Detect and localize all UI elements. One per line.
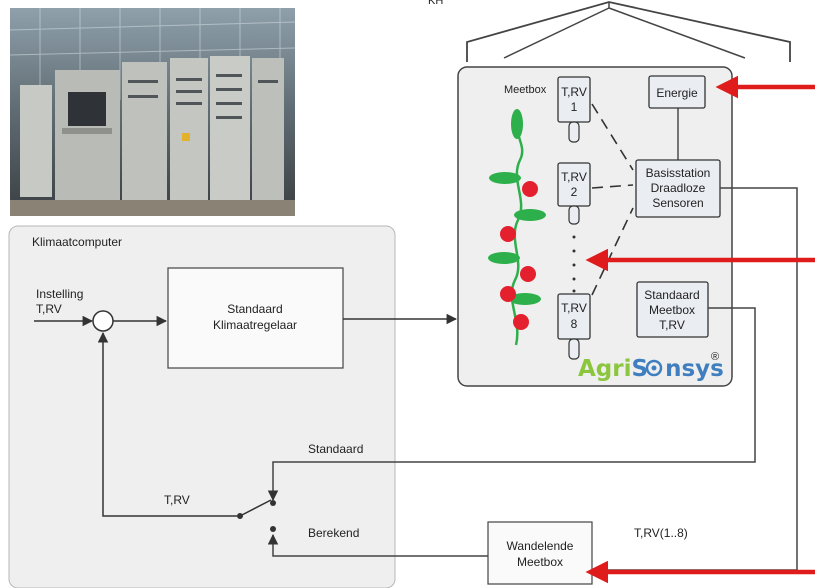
- feedback-arrow: [97, 331, 237, 517]
- energie-box: [648, 75, 706, 109]
- greenhouse-body: [457, 66, 733, 387]
- input-label-line1: Instelling: [36, 287, 83, 301]
- wandelende-meetbox-line2: Meetbox: [517, 555, 563, 569]
- switch-top-label: Standaard: [308, 442, 363, 456]
- basisstation-line3: Sensoren: [652, 196, 703, 210]
- regulator-line2: Klimaatregelaar: [213, 318, 297, 332]
- klimaatregelaar-box: [167, 267, 344, 369]
- klimaatcomputer-panel: Klimaatcomputer Instelling T,RV Standaar…: [8, 225, 396, 588]
- switch-contact-bottom: [270, 526, 276, 532]
- basisstation-line1: Basisstation: [646, 166, 711, 180]
- standaard-meetbox-line1: Standaard: [644, 288, 699, 302]
- sensor-8-line2: 8: [571, 317, 578, 331]
- standaard-signal-arrow: [267, 307, 756, 502]
- top-label: KH: [428, 0, 443, 7]
- berekend-signal-arrow: [267, 533, 488, 557]
- wandelende-signal-label: T,RV(1..8): [634, 526, 688, 540]
- summing-junction: [92, 310, 114, 332]
- wandelende-meetbox-box: [487, 521, 593, 585]
- switch-contact-top: [270, 500, 276, 506]
- external-red-arrows: [585, 75, 815, 584]
- registered-mark: ®: [711, 351, 719, 363]
- control-cabinet-photo: [9, 8, 296, 216]
- sensor-2-line2: 2: [571, 185, 578, 199]
- sensor-8: T,RV 8: [557, 293, 591, 360]
- standaard-meetbox-line3: T,RV: [659, 318, 685, 332]
- meetbox-label: Meetbox: [504, 84, 547, 96]
- sensor-2: T,RV 2: [557, 162, 591, 225]
- greenhouse: KH Meetbox T,RV 1 T,RV 2 T,RV 8: [428, 0, 796, 387]
- klimaatcomputer-title: Klimaatcomputer: [32, 235, 122, 249]
- feedback-label: T,RV: [164, 493, 190, 507]
- sensor-ellipsis: [572, 235, 576, 293]
- basisstation-line2: Draadloze: [651, 181, 706, 195]
- regulator-line1: Standaard: [227, 302, 282, 316]
- energie-label: Energie: [656, 86, 698, 100]
- sensor-2-line1: T,RV: [561, 170, 587, 184]
- wireless-links: [591, 103, 634, 296]
- sensor-1-line2: 1: [571, 100, 578, 114]
- standaard-meetbox-box: [636, 281, 709, 338]
- sensor-1-line1: T,RV: [561, 85, 587, 99]
- switch-bottom-label: Berekend: [308, 526, 359, 540]
- switch-arm: [239, 499, 272, 517]
- sensor-8-line1: T,RV: [561, 301, 587, 315]
- standaard-meetbox-line2: Meetbox: [649, 303, 695, 317]
- sensor-1: T,RV 1: [557, 76, 591, 143]
- tomato-plant-icon: [488, 109, 546, 346]
- wandelende-meetbox-line1: Wandelende: [507, 539, 574, 553]
- input-label-line2: T,RV: [36, 302, 62, 316]
